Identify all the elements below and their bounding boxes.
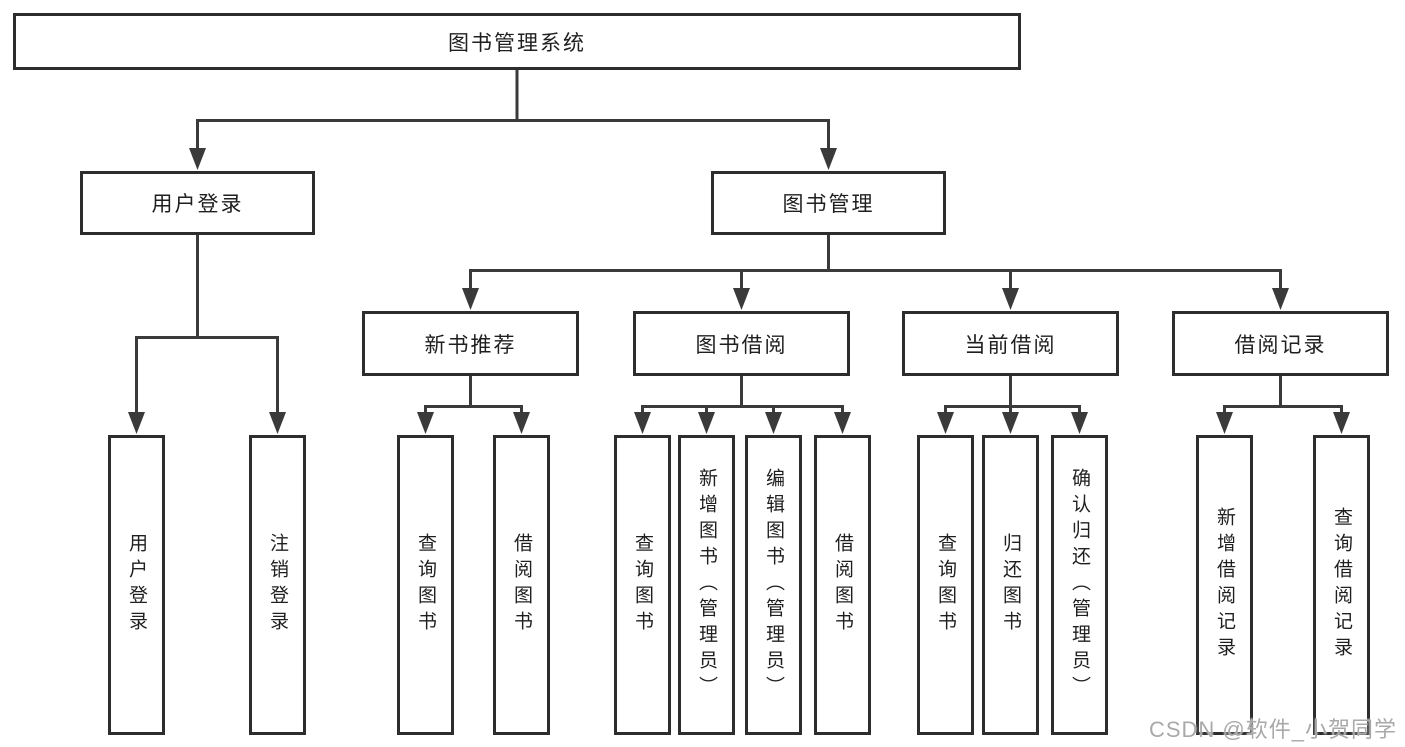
- node-book-management: 图书管理: [711, 171, 946, 235]
- node-book-borrowing: 图书借阅: [633, 311, 850, 376]
- node-borrow-records: 借阅记录: [1172, 311, 1389, 376]
- leaf-edit-books-admin: 编辑图书（管理员）: [745, 435, 802, 735]
- leaf-add-borrow-record: 新增借阅记录: [1196, 435, 1253, 735]
- leaf-add-books-admin: 新增图书（管理员）: [678, 435, 735, 735]
- leaf-user-login: 用户登录: [108, 435, 165, 735]
- leaf-logout-login: 注销登录: [249, 435, 306, 735]
- leaf-query-books-borrowing: 查询图书: [614, 435, 671, 735]
- node-current-borrowing: 当前借阅: [902, 311, 1119, 376]
- leaf-query-books-current: 查询图书: [917, 435, 974, 735]
- leaf-return-books: 归还图书: [982, 435, 1039, 735]
- watermark-text: CSDN @软件_小贺同学: [1148, 717, 1397, 742]
- leaf-borrow-books-recommend: 借阅图书: [493, 435, 550, 735]
- leaf-borrow-books-borrowing: 借阅图书: [814, 435, 871, 735]
- node-user-login: 用户登录: [80, 171, 315, 235]
- node-new-book-recommend: 新书推荐: [362, 311, 579, 376]
- leaf-query-books-recommend: 查询图书: [397, 435, 454, 735]
- node-library-management-system: 图书管理系统: [13, 13, 1021, 70]
- leaf-query-borrow-record: 查询借阅记录: [1313, 435, 1370, 735]
- leaf-confirm-return-admin: 确认归还（管理员）: [1051, 435, 1108, 735]
